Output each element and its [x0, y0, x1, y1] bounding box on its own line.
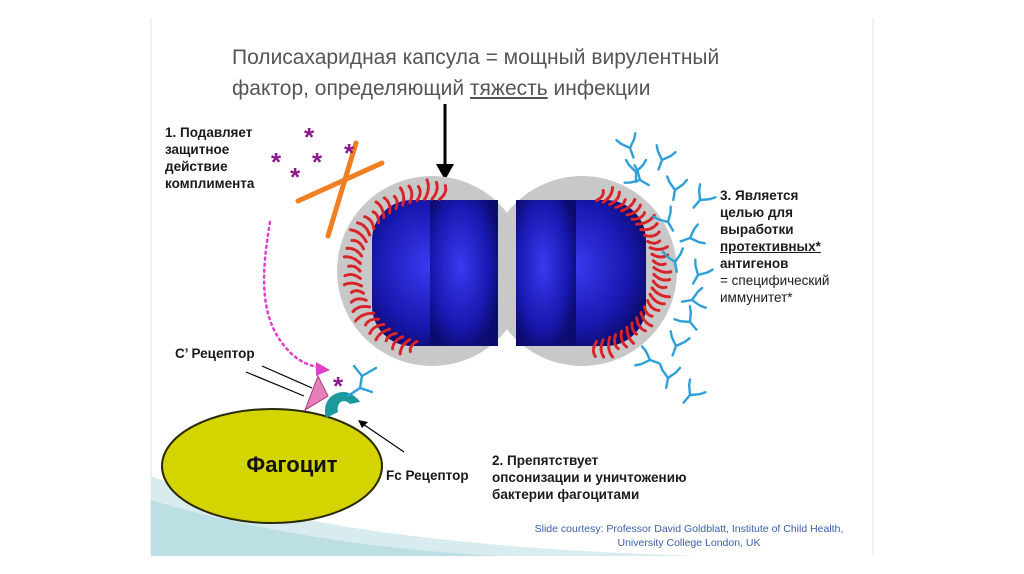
phagocyte-label: Фагоцит [222, 452, 362, 478]
label-antigen-line: 3. Является [720, 188, 798, 203]
slide-credit: Slide courtesy: Professor David Goldblat… [524, 522, 854, 550]
c-receptor-label: C’ Рецептор [175, 346, 255, 361]
slide-title-line1: Полисахаридная капсула = мощный вирулент… [232, 42, 832, 73]
label-complement-line: комплимента [165, 175, 305, 192]
antibody [684, 260, 712, 289]
slide-credit-line: Slide courtesy: Professor David Goldblat… [524, 522, 854, 536]
slide-title-line2: фактор, определяющий тяжесть инфекции [232, 73, 832, 104]
antibody [656, 364, 680, 389]
c-receptor-pointer-2 [262, 366, 312, 388]
label-opsonization-line: опсонизации и уничтожению [492, 469, 752, 486]
slide-credit-line: University College London, UK [524, 536, 854, 550]
c-receptor-shape [305, 376, 328, 410]
antibody [663, 176, 687, 201]
label-opsonization-line: 2. Препятствует [492, 452, 752, 469]
label-antigen-line: иммунитет* [720, 289, 880, 306]
antibody [626, 160, 646, 182]
antibody [686, 184, 715, 214]
label-antigen-line: целью для [720, 205, 793, 220]
label-opsonization: 2. Препятствует опсонизации и уничтожени… [492, 452, 752, 503]
label-antigen-line: антигенов [720, 256, 788, 271]
label-complement: 1. Подавляет защитное действие комплимен… [165, 124, 305, 192]
label-complement-line: действие [165, 158, 305, 175]
label-complement-line: защитное [165, 141, 305, 158]
antibody [663, 331, 689, 359]
antibody [616, 133, 642, 161]
c-receptor-pointer-1 [246, 372, 304, 396]
antibody [677, 224, 705, 250]
antibody [675, 306, 704, 336]
fc-receptor-label: Fc Рецептор [386, 468, 469, 483]
title-line2-start: фактор, определяющий [232, 77, 470, 100]
label-antigen-target: 3. Является целью для выработки протекти… [720, 187, 880, 306]
title-line2-underlined: тяжесть [470, 77, 548, 100]
antibody [635, 346, 663, 372]
fc-receptor-shape [325, 392, 360, 418]
slide-title: Полисахаридная капсула = мощный вирулент… [232, 42, 832, 104]
title-line2-end: инфекции [548, 77, 651, 100]
complement-asterisk: * [312, 147, 323, 177]
label-opsonization-line: бактерии фагоцитами [492, 486, 752, 503]
complement-path-arrowhead [316, 362, 330, 376]
label-complement-line: 1. Подавляет [165, 124, 305, 141]
label-antigen-line: выработки [720, 222, 794, 237]
complement-to-receptor-path [264, 222, 322, 368]
bacterium-cell-right-square [516, 200, 576, 346]
antibody [649, 145, 675, 173]
receptor-antibody [348, 366, 376, 396]
bacterium-cell-left-square [430, 200, 498, 346]
complement-asterisk: * [344, 138, 355, 168]
label-antigen-line-underlined: протективных* [720, 239, 821, 254]
antibody [680, 288, 705, 312]
label-antigen-line: = специфический [720, 272, 880, 289]
antibody [676, 379, 705, 409]
